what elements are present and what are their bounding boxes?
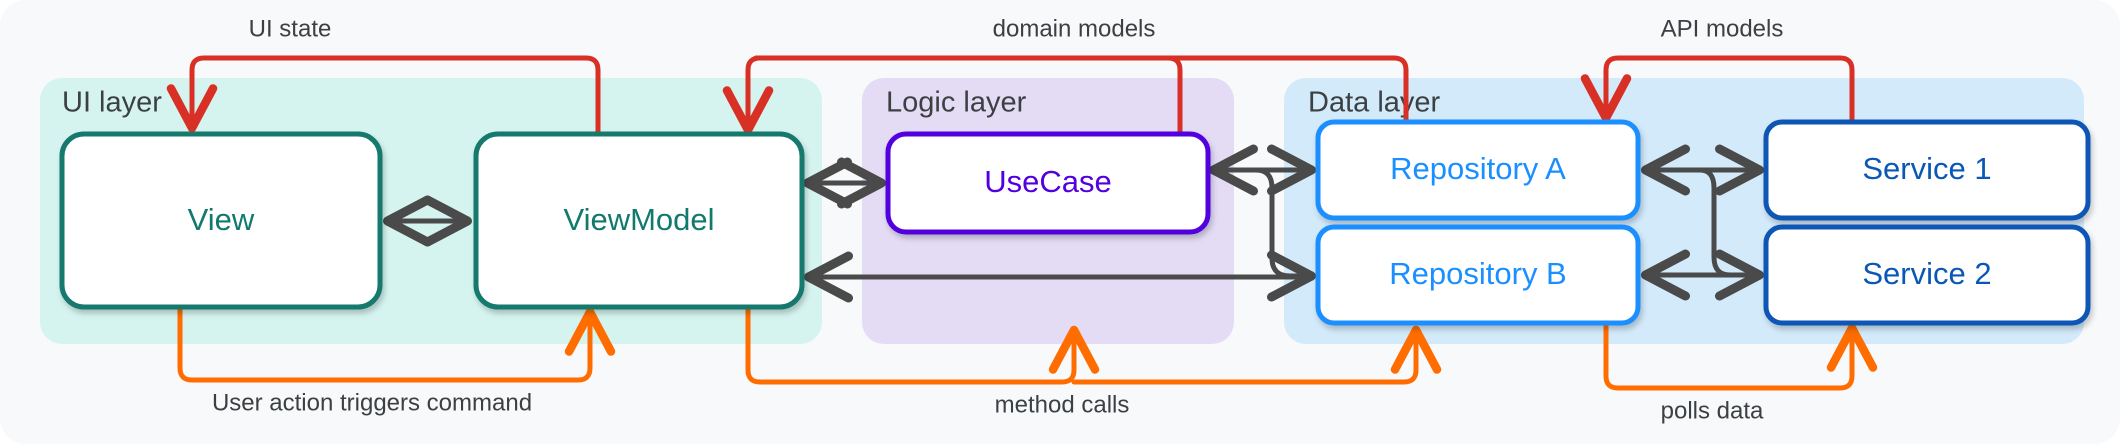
- repository-a-box[interactable]: [1315, 119, 1641, 221]
- logic-layer-title: Logic layer: [886, 87, 1027, 119]
- domain-models-usecase-to-viewmodel-path: [753, 55, 1183, 135]
- user-action-label: User action triggers command: [212, 389, 532, 416]
- node-viewmodel[interactable]: ViewModel: [473, 131, 805, 310]
- view-label: View: [188, 202, 255, 237]
- ui-state-label: UI state: [249, 15, 332, 42]
- orange-flows: [177, 304, 1878, 391]
- repository-a-label: Repository A: [1390, 151, 1566, 186]
- domain-models-label: domain models: [993, 15, 1156, 42]
- edge-labels: UI state domain models API models User a…: [212, 15, 1783, 424]
- service-cross-branch: [1697, 167, 1733, 278]
- node-repository-a[interactable]: Repository A: [1315, 119, 1641, 221]
- usecase-repository-b-branch: [1253, 167, 1316, 302]
- method-calls-usecase-to-repository-path: [1071, 325, 1442, 385]
- red-flows: [166, 55, 1855, 135]
- service-1-box[interactable]: [1763, 119, 2091, 221]
- service-2-label: Service 2: [1862, 256, 1991, 291]
- method-calls-viewmodel-to-usecase-path: [745, 306, 1100, 385]
- node-repository-b[interactable]: Repository B: [1315, 224, 1641, 326]
- repository-b-label: Repository B: [1389, 256, 1566, 291]
- node-boxes: View ViewModel UseCase Repository A Repo…: [59, 119, 2091, 326]
- viewmodel-label: ViewModel: [563, 202, 714, 237]
- service-1-label: Service 1: [1862, 151, 1991, 186]
- repository-b-box[interactable]: [1315, 224, 1641, 326]
- api-models-label: API models: [1661, 15, 1784, 42]
- usecase-box[interactable]: [885, 131, 1211, 235]
- method-calls-label: method calls: [995, 391, 1130, 418]
- node-service-1[interactable]: Service 1: [1763, 119, 2091, 221]
- polls-data-flow-path: [1603, 320, 1878, 391]
- user-action-flow-path: [177, 304, 616, 383]
- viewmodel-box[interactable]: [473, 131, 805, 310]
- ui-layer-title: UI layer: [62, 87, 162, 119]
- node-service-2[interactable]: Service 2: [1763, 224, 2091, 326]
- view-box[interactable]: [59, 131, 383, 310]
- service-2-box[interactable]: [1763, 224, 2091, 326]
- node-usecase[interactable]: UseCase: [885, 131, 1211, 235]
- polls-data-label: polls data: [1661, 397, 1764, 424]
- node-view[interactable]: View: [59, 131, 383, 310]
- data-layer-title: Data layer: [1308, 87, 1441, 119]
- api-models-flow-path: [1580, 55, 1855, 123]
- usecase-label: UseCase: [984, 164, 1112, 199]
- ui-state-flow-path: [166, 55, 601, 135]
- gray-connectors: [382, 144, 1764, 303]
